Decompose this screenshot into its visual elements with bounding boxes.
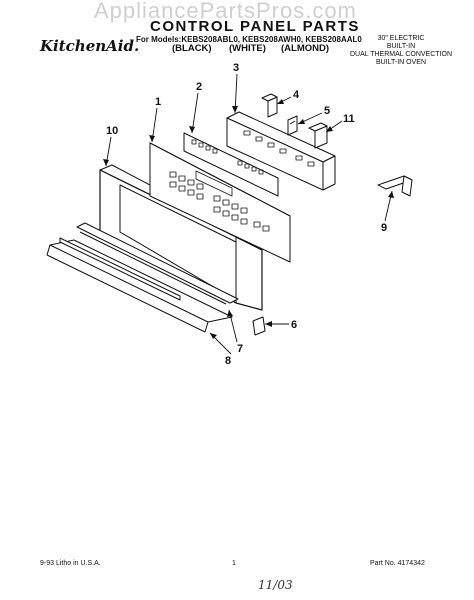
callout-9: 9: [381, 222, 388, 234]
watermark: AppliancePartsPros.com: [94, 0, 357, 23]
part-4-bracket: [261, 93, 278, 118]
callout-4: 4: [293, 89, 300, 101]
callout-7: 7: [237, 343, 244, 355]
callout-5: 5: [324, 105, 331, 117]
footer-print-info: 9-93 Litho in U.S.A.: [40, 560, 101, 567]
callout-6: 6: [291, 319, 298, 331]
callout-10: 10: [106, 125, 119, 137]
oven-description: 30" ELECTRIC BUILT-IN DUAL THERMAL CONVE…: [333, 35, 469, 67]
color-label-almond: (ALMOND): [281, 43, 330, 54]
leader-arrows: [103, 99, 394, 339]
part-9-bracket: [377, 175, 413, 197]
part-5-clip: [287, 115, 298, 136]
page-title: CONTROL PANEL PARTS: [150, 18, 360, 35]
footer-part-number: Part No. 4174342: [370, 560, 425, 567]
models-line: For Models:KEBS208ABL0, KEBS208AWH0, KEB…: [136, 35, 362, 44]
callout-8: 8: [225, 355, 232, 367]
part-3-control-housing: [226, 111, 336, 191]
color-label-black: (BLACK): [172, 43, 212, 54]
brand-logo: KitchenAid.: [40, 37, 140, 55]
footer-page-number: 1: [232, 560, 236, 567]
callout-1: 1: [155, 96, 162, 108]
part-11-button-pad: [308, 122, 328, 149]
handwritten-note: 11/03: [258, 578, 293, 592]
part-2-display-board: [183, 132, 279, 197]
callout-2: 2: [196, 81, 203, 93]
oven-desc-line-3: DUAL THERMAL CONVECTION: [349, 51, 453, 58]
color-label-white: (WHITE): [229, 43, 266, 54]
part-1-control-overlay: [149, 142, 291, 263]
callout-3: 3: [233, 62, 240, 74]
oven-desc-line-2: BUILT-IN: [386, 43, 416, 50]
callout-11: 11: [343, 113, 355, 125]
oven-desc-line-4: BUILT-IN OVEN: [375, 59, 427, 66]
part-6-clip: [252, 316, 266, 336]
part-7-vent-strip: [59, 222, 239, 305]
oven-desc-line-1: 30" ELECTRIC: [377, 35, 425, 42]
